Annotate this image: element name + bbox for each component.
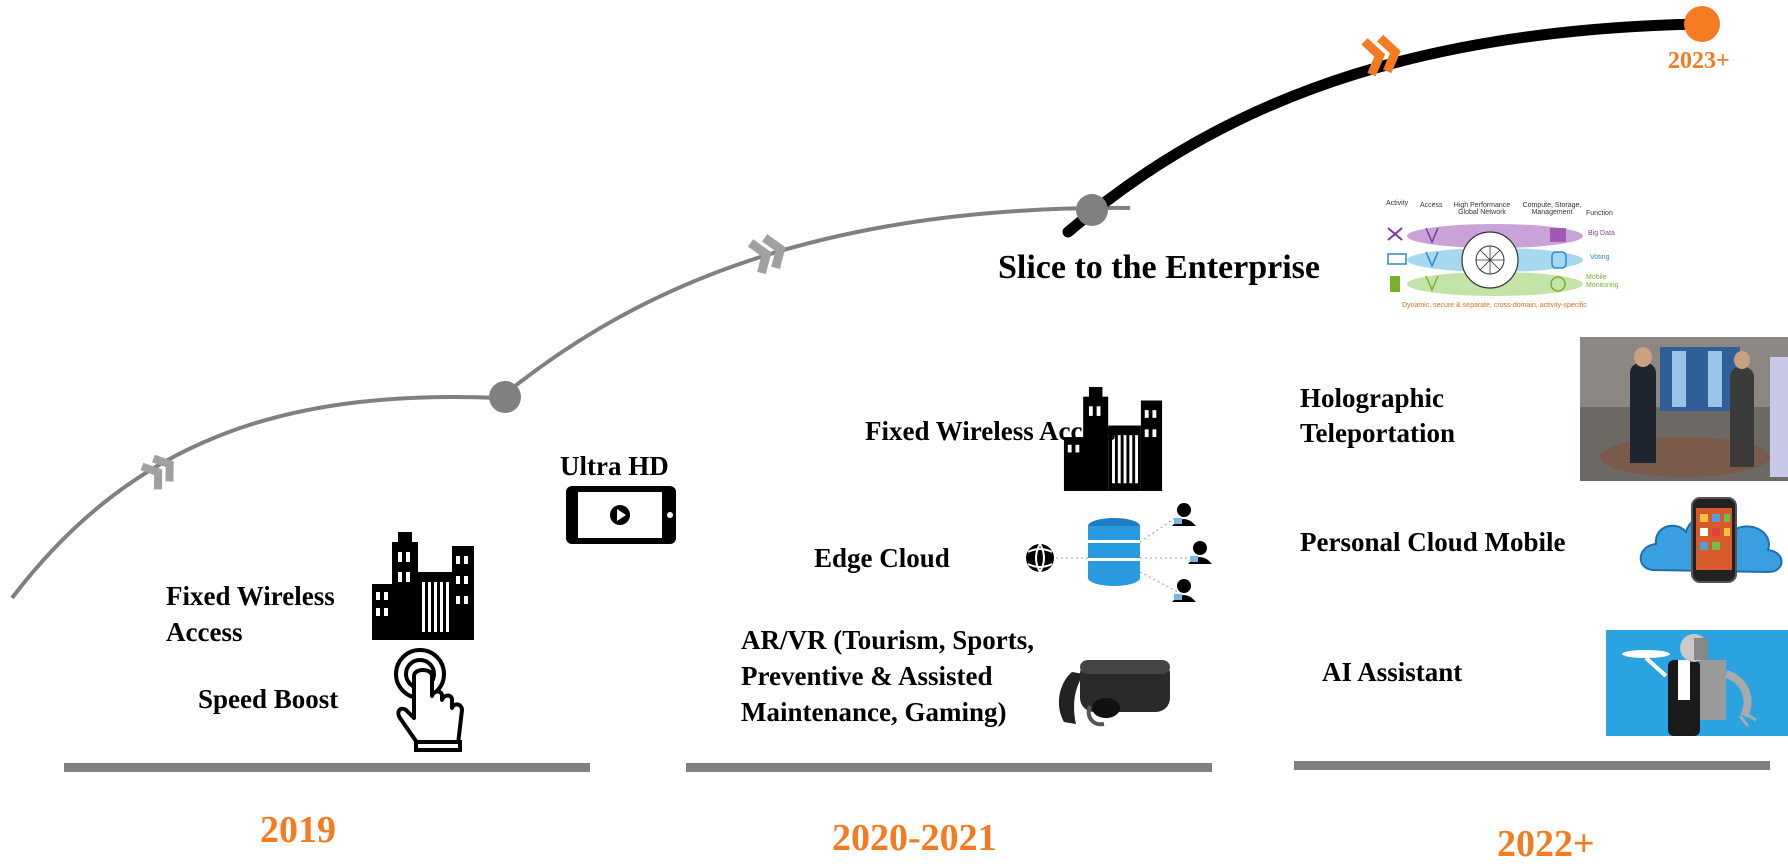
ultra-hd-label: Ultra HD: [560, 451, 669, 481]
speed-boost-label: Speed Boost: [198, 684, 339, 714]
milestone-dot-2019: [489, 381, 521, 413]
slice-footer: Dynamic, secure & separate, cross-domain…: [1402, 302, 1587, 309]
timeline-bar-2022: [1294, 761, 1770, 770]
milestone-2023-label: 2023+: [1668, 48, 1730, 74]
chevron-double-icon: [140, 454, 174, 490]
slice-label: Slice to the Enterprise: [998, 249, 1320, 286]
chevron-double-icon: [747, 234, 786, 275]
timeline-bar-2019: [64, 763, 590, 772]
personal-cloud-label: Personal Cloud Mobile: [1300, 527, 1566, 557]
database-icon: [1088, 518, 1140, 586]
chevron-double-icon: [1361, 34, 1401, 77]
year-2020-label: 2020-2021: [832, 817, 997, 859]
building-icon: [372, 532, 474, 640]
slice-header-activity: Activity: [1386, 200, 1409, 207]
ai-assistant-label: AI Assistant: [1322, 657, 1463, 687]
fwa-2020-label: Fixed Wireless Access: [865, 416, 1116, 446]
slice-header-network: High Performance Global Network: [1453, 202, 1511, 216]
slice-function-voting: Voting: [1590, 254, 1610, 261]
user-icon: [1188, 541, 1212, 564]
building-icon: [1063, 387, 1163, 491]
milestone-dot-2023: [1684, 6, 1720, 42]
user-icon: [1172, 503, 1196, 526]
milestone-dot-2020: [1076, 194, 1108, 226]
tablet-play-icon: [566, 486, 676, 544]
edge-cloud-diagram: [1026, 503, 1212, 602]
slice-header-function: Function: [1586, 210, 1613, 217]
globe-icon: [1026, 543, 1054, 573]
slice-function-bigdata: Big Data: [1588, 230, 1615, 237]
arvr-label: AR/VR (Tourism, Sports, Preventive & Ass…: [741, 625, 1035, 727]
robot-waiter-icon: [1606, 630, 1788, 736]
user-icon: [1172, 579, 1196, 602]
slice-diagram: Activity Access High Performance Global …: [1380, 190, 1618, 316]
cloud-phone-icon: [1639, 497, 1783, 583]
holographic-label: Holographic Teleportation: [1300, 383, 1455, 448]
slice-header-access: Access: [1420, 202, 1443, 209]
holographic-photo: [1580, 337, 1788, 481]
fwa-2019-label: Fixed Wireless Access: [166, 581, 335, 647]
timeline-bar-2020: [686, 763, 1212, 772]
curve-segment-black: [1062, 18, 1706, 238]
year-2022-label: 2022+: [1497, 823, 1595, 865]
slice-function-monitoring: Mobile Monitoring: [1586, 274, 1618, 289]
year-2019-label: 2019: [260, 809, 336, 851]
slice-header-compute: Compute, Storage, Management: [1522, 202, 1582, 216]
vr-headset-icon: [1058, 660, 1170, 727]
hand-tap-icon: [394, 648, 464, 752]
edge-cloud-label: Edge Cloud: [814, 543, 950, 573]
